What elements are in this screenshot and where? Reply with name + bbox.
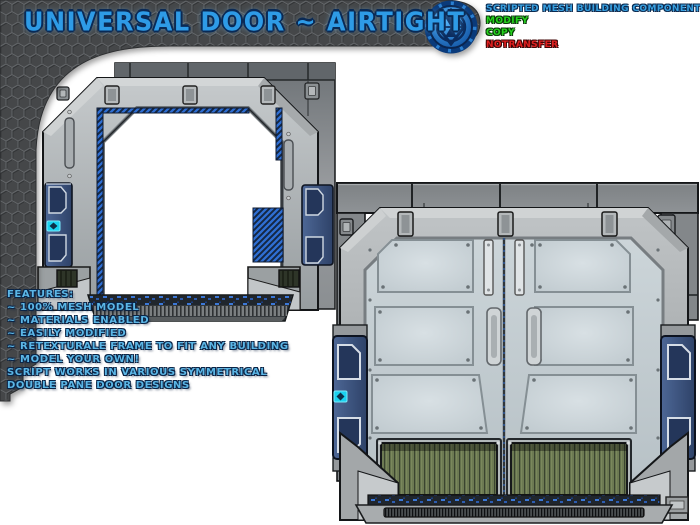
- hazard-strip: [96, 107, 284, 309]
- feature-line: ~ EASILY MODIFIED: [7, 328, 127, 339]
- feature-line: ~ MODEL YOUR OWN!: [7, 354, 140, 365]
- blue-pillar: [44, 182, 334, 268]
- feature-line: FEATURES:: [7, 289, 74, 300]
- features-list: FEATURES: ~ 100% MESH MODEL ~ MATERIALS …: [7, 288, 289, 392]
- frame-clip: [397, 211, 618, 237]
- status-light-icon: [333, 390, 348, 403]
- frame-clip: [104, 85, 276, 105]
- permission-item: MODIFY: [486, 16, 529, 26]
- floor-grate: [86, 294, 295, 322]
- status-light-icon: [46, 220, 61, 232]
- vent-grille: [376, 438, 632, 500]
- permissions-list: SCRIPTED MESH BUILDING COMPONENT MODIFY …: [486, 3, 700, 51]
- feature-line: SCRIPT WORKS IN VARIOUS SYMMETRICAL: [7, 367, 268, 378]
- threshold-ramp: [354, 494, 674, 524]
- permission-item: SCRIPTED MESH BUILDING COMPONENT: [486, 4, 700, 14]
- page-title: UNIVERSAL DOOR ~ AIRTIGHT: [24, 7, 466, 37]
- feature-line: ~ MATERIALS ENABLED: [7, 315, 150, 326]
- door-leaf-left: [371, 239, 489, 434]
- permission-item: COPY: [486, 28, 515, 38]
- door-seam: [483, 238, 542, 500]
- door-frame: [42, 77, 319, 311]
- permission-item: NOTRANSFER: [486, 40, 559, 50]
- feature-line: DOUBLE PANE DOOR DESIGNS: [7, 380, 190, 391]
- feature-line: ~ RETEXTURALE FRAME TO FIT ANY BUILDING: [7, 341, 289, 352]
- panel-rivets: [368, 243, 660, 440]
- logo-emblem-icon: [424, 0, 478, 54]
- open-door-render: [37, 62, 336, 322]
- feature-line: ~ 100% MESH MODEL: [7, 302, 140, 313]
- closed-door-render: [332, 182, 699, 524]
- header-banner: [0, 0, 481, 402]
- wall-fixture: [56, 82, 320, 101]
- door-leaf-right: [519, 239, 637, 434]
